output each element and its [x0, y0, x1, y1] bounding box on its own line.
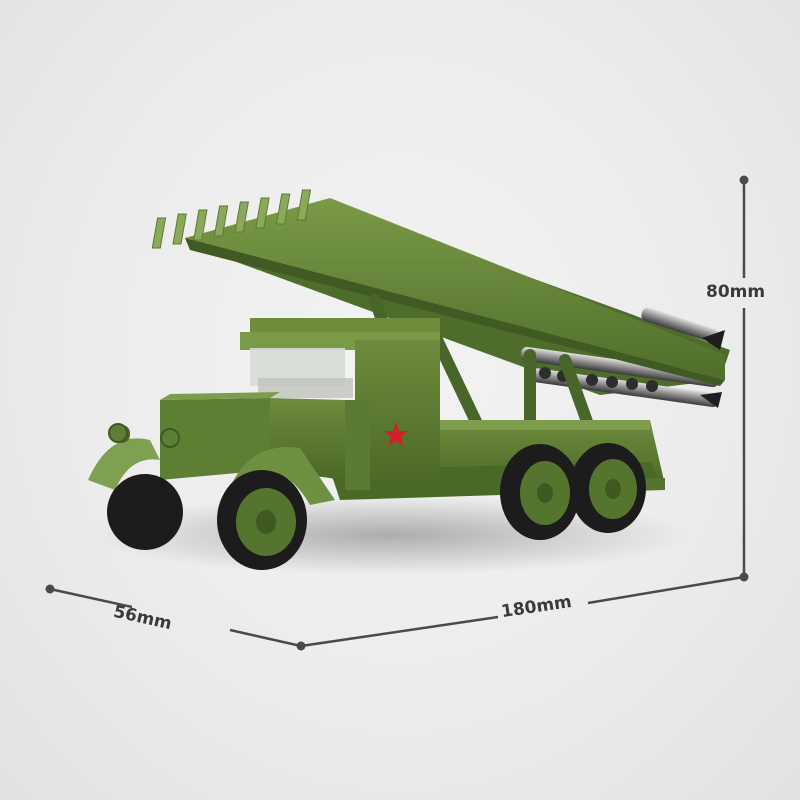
height-dimension-label: 80mm [706, 282, 766, 302]
width-dimension-line-right [587, 575, 745, 605]
rear-wheel [570, 443, 646, 533]
front-fenders [88, 423, 335, 515]
wheels [107, 443, 646, 570]
truck-cab [240, 318, 440, 490]
width-endpoint-corner [296, 641, 306, 651]
middle-wheel [500, 444, 580, 540]
height-endpoint-top [739, 175, 749, 185]
dimension-lines [45, 175, 749, 651]
rocket-launcher-rails [151, 189, 730, 408]
depth-dimension-line-left [49, 587, 133, 609]
depth-endpoint-left [45, 584, 55, 594]
front-left-wheel [107, 474, 183, 550]
rail-teeth [151, 189, 312, 249]
red-star-emblem [384, 422, 408, 446]
front-right-wheel [217, 470, 307, 570]
width-dimension-line-left [300, 615, 499, 648]
truck-hood [160, 392, 345, 480]
depth-dimension-line-right [229, 628, 302, 648]
rocket-row [520, 307, 725, 408]
